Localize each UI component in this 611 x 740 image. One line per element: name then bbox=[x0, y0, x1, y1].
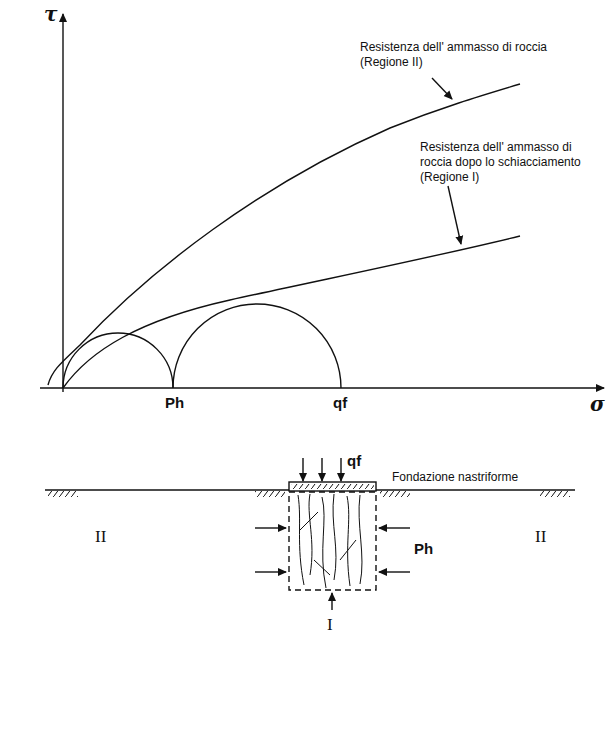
stress-label: Ph bbox=[165, 394, 184, 413]
label-text: II bbox=[95, 527, 106, 546]
label-text: σ bbox=[590, 392, 605, 416]
foundation-label: Fondazione nastriforme bbox=[392, 470, 518, 485]
label-text: Resistenza dell' ammasso di roccia dopo … bbox=[420, 140, 581, 184]
label-text: Fondazione nastriforme bbox=[392, 470, 518, 484]
label-text: I bbox=[327, 615, 333, 634]
axis-label: σ bbox=[590, 392, 605, 417]
envelope-label: Resistenza dell' ammasso di roccia dopo … bbox=[420, 140, 605, 185]
label-text: Ph bbox=[165, 394, 184, 411]
region-label: I bbox=[327, 614, 333, 635]
label-text: qf bbox=[347, 452, 361, 469]
envelope-label: Resistenza dell' ammasso di roccia (Regi… bbox=[360, 40, 590, 70]
region-label: II bbox=[535, 526, 546, 547]
label-text: qf bbox=[333, 394, 347, 411]
pressure-label: Ph bbox=[414, 540, 433, 559]
label-text: Ph bbox=[414, 540, 433, 557]
region-label: II bbox=[95, 526, 106, 547]
load-label: qf bbox=[347, 452, 361, 471]
label-text: Resistenza dell' ammasso di roccia (Regi… bbox=[360, 40, 547, 69]
label-text: τ bbox=[44, 2, 57, 26]
label-text: II bbox=[535, 527, 546, 546]
axis-label: τ bbox=[44, 2, 57, 27]
stress-label: qf bbox=[333, 394, 347, 413]
